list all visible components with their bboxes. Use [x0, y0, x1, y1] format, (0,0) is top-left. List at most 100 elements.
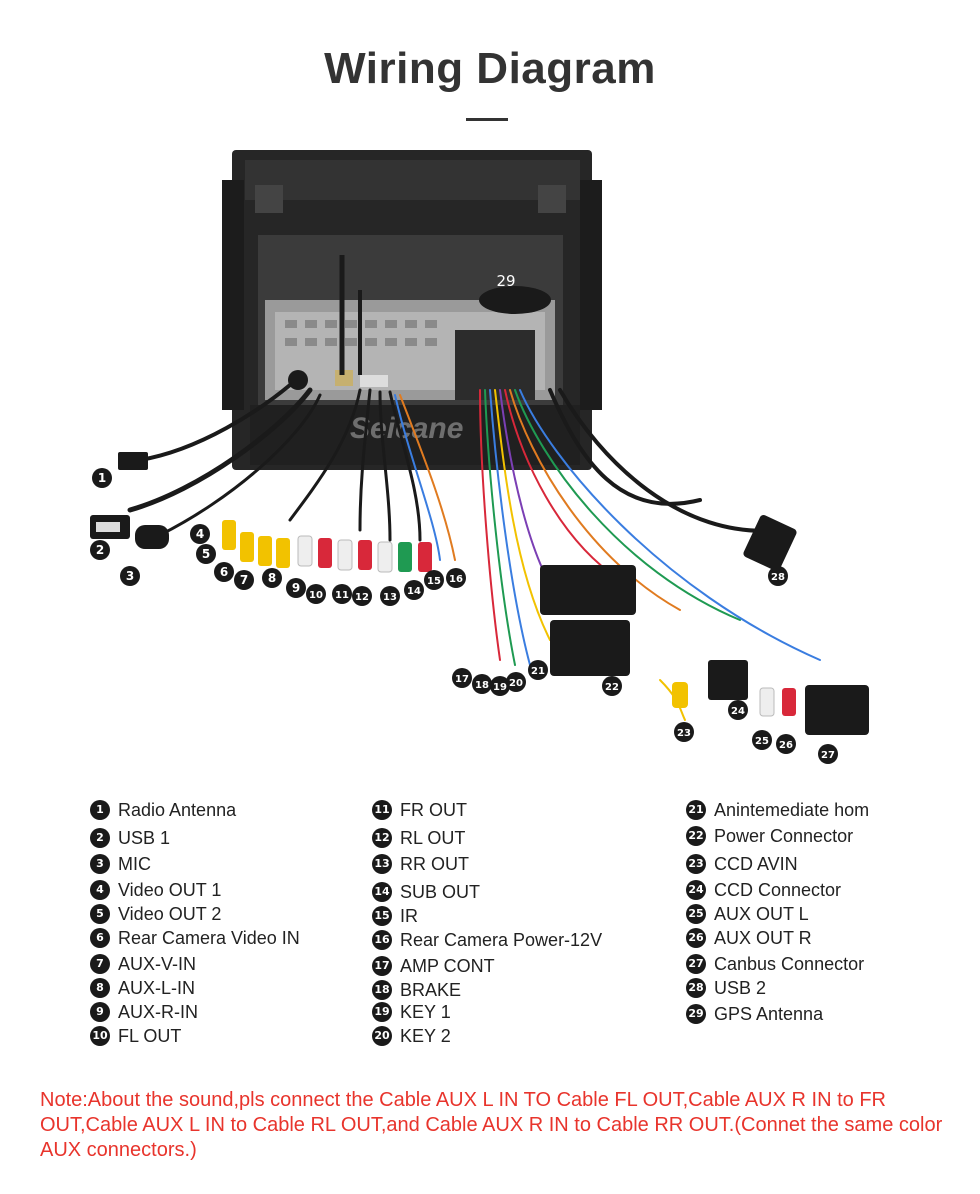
legend-item: 2 USB 1 [90, 826, 170, 850]
legend-item: 21 Anintemediate hom [686, 798, 869, 822]
legend-label: GPS Antenna [714, 1004, 824, 1024]
legend-label: AUX OUT L [714, 904, 809, 924]
callout-2: 2 [90, 540, 110, 560]
legend-number: 9 [90, 1002, 110, 1022]
legend-number: 10 [90, 1026, 110, 1046]
legend-number: 19 [372, 1002, 392, 1022]
legend-number: 26 [686, 928, 706, 948]
legend-label: Rear Camera Power-12V [400, 930, 603, 950]
callout-label: 24 [731, 706, 745, 717]
legend-number: 14 [372, 882, 392, 902]
legend-label: USB 1 [118, 828, 171, 848]
legend-item: 7 AUX-V-IN [90, 952, 196, 976]
legend-label: KEY 1 [400, 1002, 451, 1022]
legend-item: 19 KEY 1 [372, 1000, 451, 1024]
callout-5: 5 [196, 544, 216, 564]
callout-10: 10 [306, 584, 326, 604]
legend-label: FL OUT [118, 1026, 182, 1046]
legend-number: 16 [372, 930, 392, 950]
legend-number: 8 [90, 978, 110, 998]
legend-label: AUX-L-IN [118, 978, 196, 998]
legend-label: Anintemediate hom [714, 800, 870, 820]
legend-label: MIC [118, 854, 151, 874]
legend-number: 27 [686, 954, 706, 974]
callout-25: 25 [752, 730, 772, 750]
legend-number: 21 [686, 800, 706, 820]
legend-label: AUX-V-IN [118, 954, 197, 974]
callout-4: 4 [190, 524, 210, 544]
ccd-avin-plug [672, 682, 688, 708]
callout-13: 13 [380, 586, 400, 606]
callout-label: 16 [449, 574, 463, 585]
callout-label: 2 [96, 543, 104, 557]
legend-number: 29 [686, 1004, 706, 1024]
callout-14: 14 [404, 580, 424, 600]
callout-label: 10 [309, 590, 323, 601]
legend-number: 25 [686, 904, 706, 924]
callout-11: 11 [332, 584, 352, 604]
callout-label: 25 [755, 736, 769, 747]
legend-number: 17 [372, 956, 392, 976]
callout-18: 18 [472, 674, 492, 694]
legend-number: 2 [90, 828, 110, 848]
callout-label: 22 [605, 682, 619, 693]
note-text: Note:About the sound,pls connect the Cab… [40, 1089, 943, 1161]
legend-number: 7 [90, 954, 110, 974]
legend-item: 27 Canbus Connector [686, 952, 864, 976]
legend-item: 29 GPS Antenna [686, 1002, 823, 1026]
legend-number: 12 [372, 828, 392, 848]
legend-number: 23 [686, 854, 706, 874]
ccd-connector [708, 660, 748, 700]
canbus-connector [805, 685, 869, 735]
legend-item: 25 AUX OUT L [686, 902, 809, 926]
legend-label: FR OUT [400, 800, 467, 820]
rca-plugs [222, 520, 432, 573]
callout-22: 22 [602, 676, 622, 696]
wiring-diagram: Seicane [60, 140, 940, 780]
callout-6: 6 [214, 562, 234, 582]
callout-17: 17 [452, 668, 472, 688]
legend-label: Canbus Connector [714, 954, 865, 974]
legend-number: 4 [90, 880, 110, 900]
power-connector [550, 620, 630, 676]
callout-label: 8 [268, 571, 276, 585]
callout-label: 21 [531, 666, 545, 677]
aux-out-l-plug [759, 687, 775, 717]
callout-label: 26 [779, 740, 793, 751]
legend-label: RR OUT [400, 854, 469, 874]
callout-label: 23 [677, 728, 691, 739]
wire-harness [127, 383, 821, 721]
legend-label: Video OUT 1 [118, 880, 222, 900]
legend-item: 4 Video OUT 1 [90, 878, 221, 902]
callout-label: 19 [493, 682, 507, 693]
legend-number: 5 [90, 904, 110, 924]
legend-number: 22 [686, 826, 706, 846]
radio-antenna-connector [118, 452, 148, 470]
aux-out-r-plug [782, 688, 796, 716]
callout-label: 7 [240, 573, 248, 587]
callout-19: 19 [490, 676, 510, 696]
callout-label: 29 [496, 272, 515, 290]
legend-number: 20 [372, 1026, 392, 1046]
callout-label: 27 [821, 750, 835, 761]
callout-label: 17 [455, 674, 469, 685]
callout-3: 3 [120, 566, 140, 586]
legend-number: 18 [372, 980, 392, 1000]
legend-number: 15 [372, 906, 392, 926]
callout-29: 29 [496, 272, 515, 290]
legend-label: CCD Connector [714, 880, 842, 900]
callout-27: 27 [818, 744, 838, 764]
legend-item: 16 Rear Camera Power-12V [372, 928, 602, 952]
legend-number: 13 [372, 854, 392, 874]
